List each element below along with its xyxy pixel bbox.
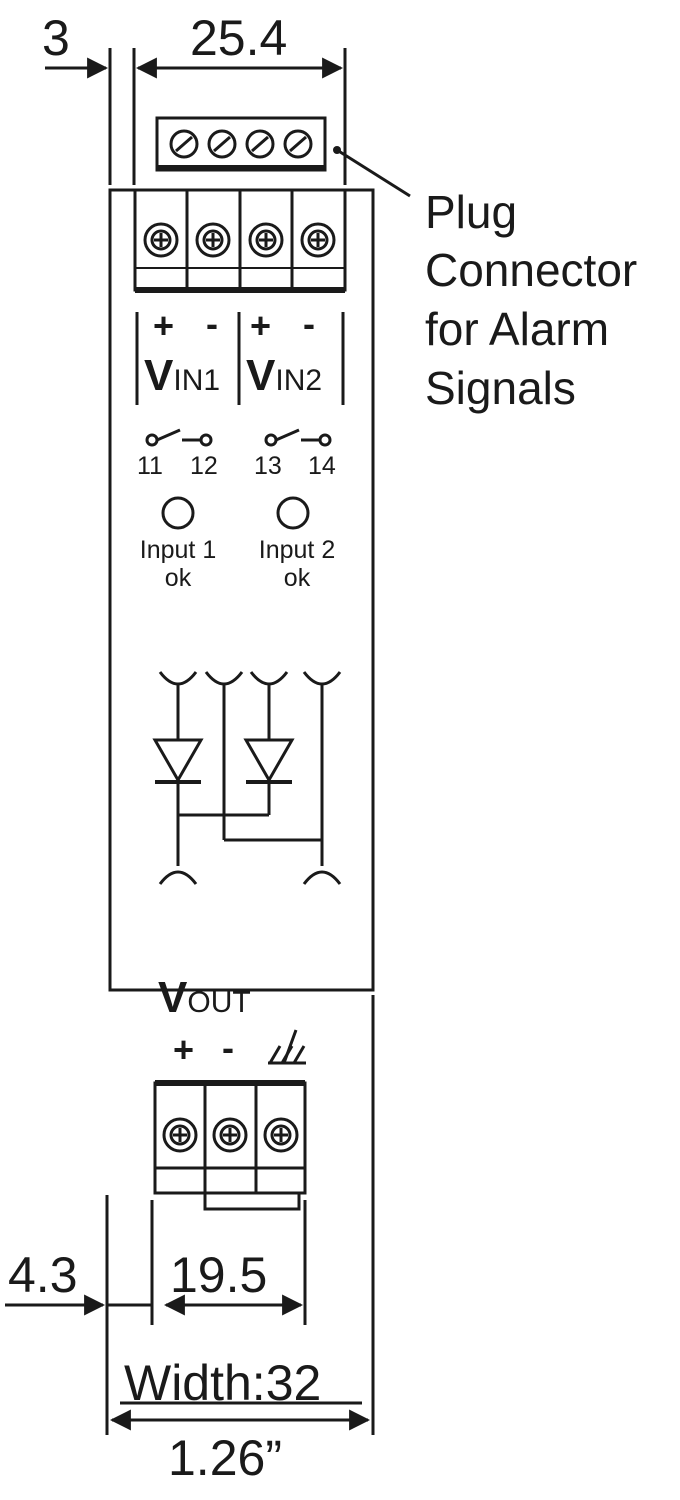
led-2-label-line1: Input 2 — [259, 536, 335, 564]
dim-offset-bottom-label: 4.3 — [8, 1247, 78, 1303]
relay-contact-14-label: 14 — [308, 452, 336, 480]
callout-line-1: Plug — [425, 186, 517, 238]
callout-line-3: for Alarm — [425, 303, 609, 355]
vout-label: VOUT — [158, 973, 251, 1022]
callout-leader-line — [336, 148, 411, 198]
vin2-label: VIN2 — [246, 351, 322, 400]
input-1-plus-label: + — [153, 305, 174, 346]
led-input-2-indicator — [276, 496, 310, 530]
led-1-label-line1: Input 1 — [140, 536, 216, 564]
led-2-label-line2: ok — [284, 564, 311, 592]
terminal-screw-icon — [143, 222, 336, 258]
relay-contact-12-label: 12 — [190, 452, 218, 480]
input-2-plus-label: + — [250, 305, 271, 346]
relay-contact-icon — [145, 428, 332, 447]
diode-1-icon — [152, 738, 204, 784]
output-plus-label: + — [173, 1029, 194, 1070]
led-input-1-indicator — [161, 496, 195, 530]
input-terminal-block[interactable] — [133, 188, 347, 293]
dim-total-width-inch-label: 1.26” — [168, 1430, 282, 1486]
relay-contact-11-label: 11 — [137, 452, 163, 480]
bottom-dimension-lines — [5, 995, 375, 1435]
callout-line-2: Connector — [425, 244, 637, 296]
input-2-minus-label: - — [303, 303, 315, 344]
terminal-screw-icon — [162, 1117, 299, 1153]
relay-contact-13-label: 13 — [254, 452, 282, 480]
dim-plug-width-label: 25.4 — [190, 10, 287, 66]
top-dimension-lines — [45, 48, 347, 185]
callout-line-4: Signals — [425, 362, 576, 414]
plug-screw — [169, 129, 313, 159]
vin1-label: VIN1 — [144, 351, 220, 400]
chassis-ground-icon — [268, 1029, 306, 1065]
dim-terminal-width-label: 19.5 — [170, 1247, 267, 1303]
dim-total-width-label: Width:32 — [124, 1355, 321, 1411]
alarm-plug-connector[interactable] — [155, 116, 327, 172]
module-housing — [108, 188, 375, 992]
diode-schematic — [152, 671, 342, 885]
diode-2-icon — [243, 738, 295, 784]
input-1-minus-label: - — [206, 303, 218, 344]
led-1-label-line2: ok — [165, 564, 192, 592]
output-terminal-block[interactable] — [153, 1080, 307, 1211]
output-minus-label: - — [222, 1027, 234, 1068]
dim-offset-top-label: 3 — [42, 10, 70, 66]
